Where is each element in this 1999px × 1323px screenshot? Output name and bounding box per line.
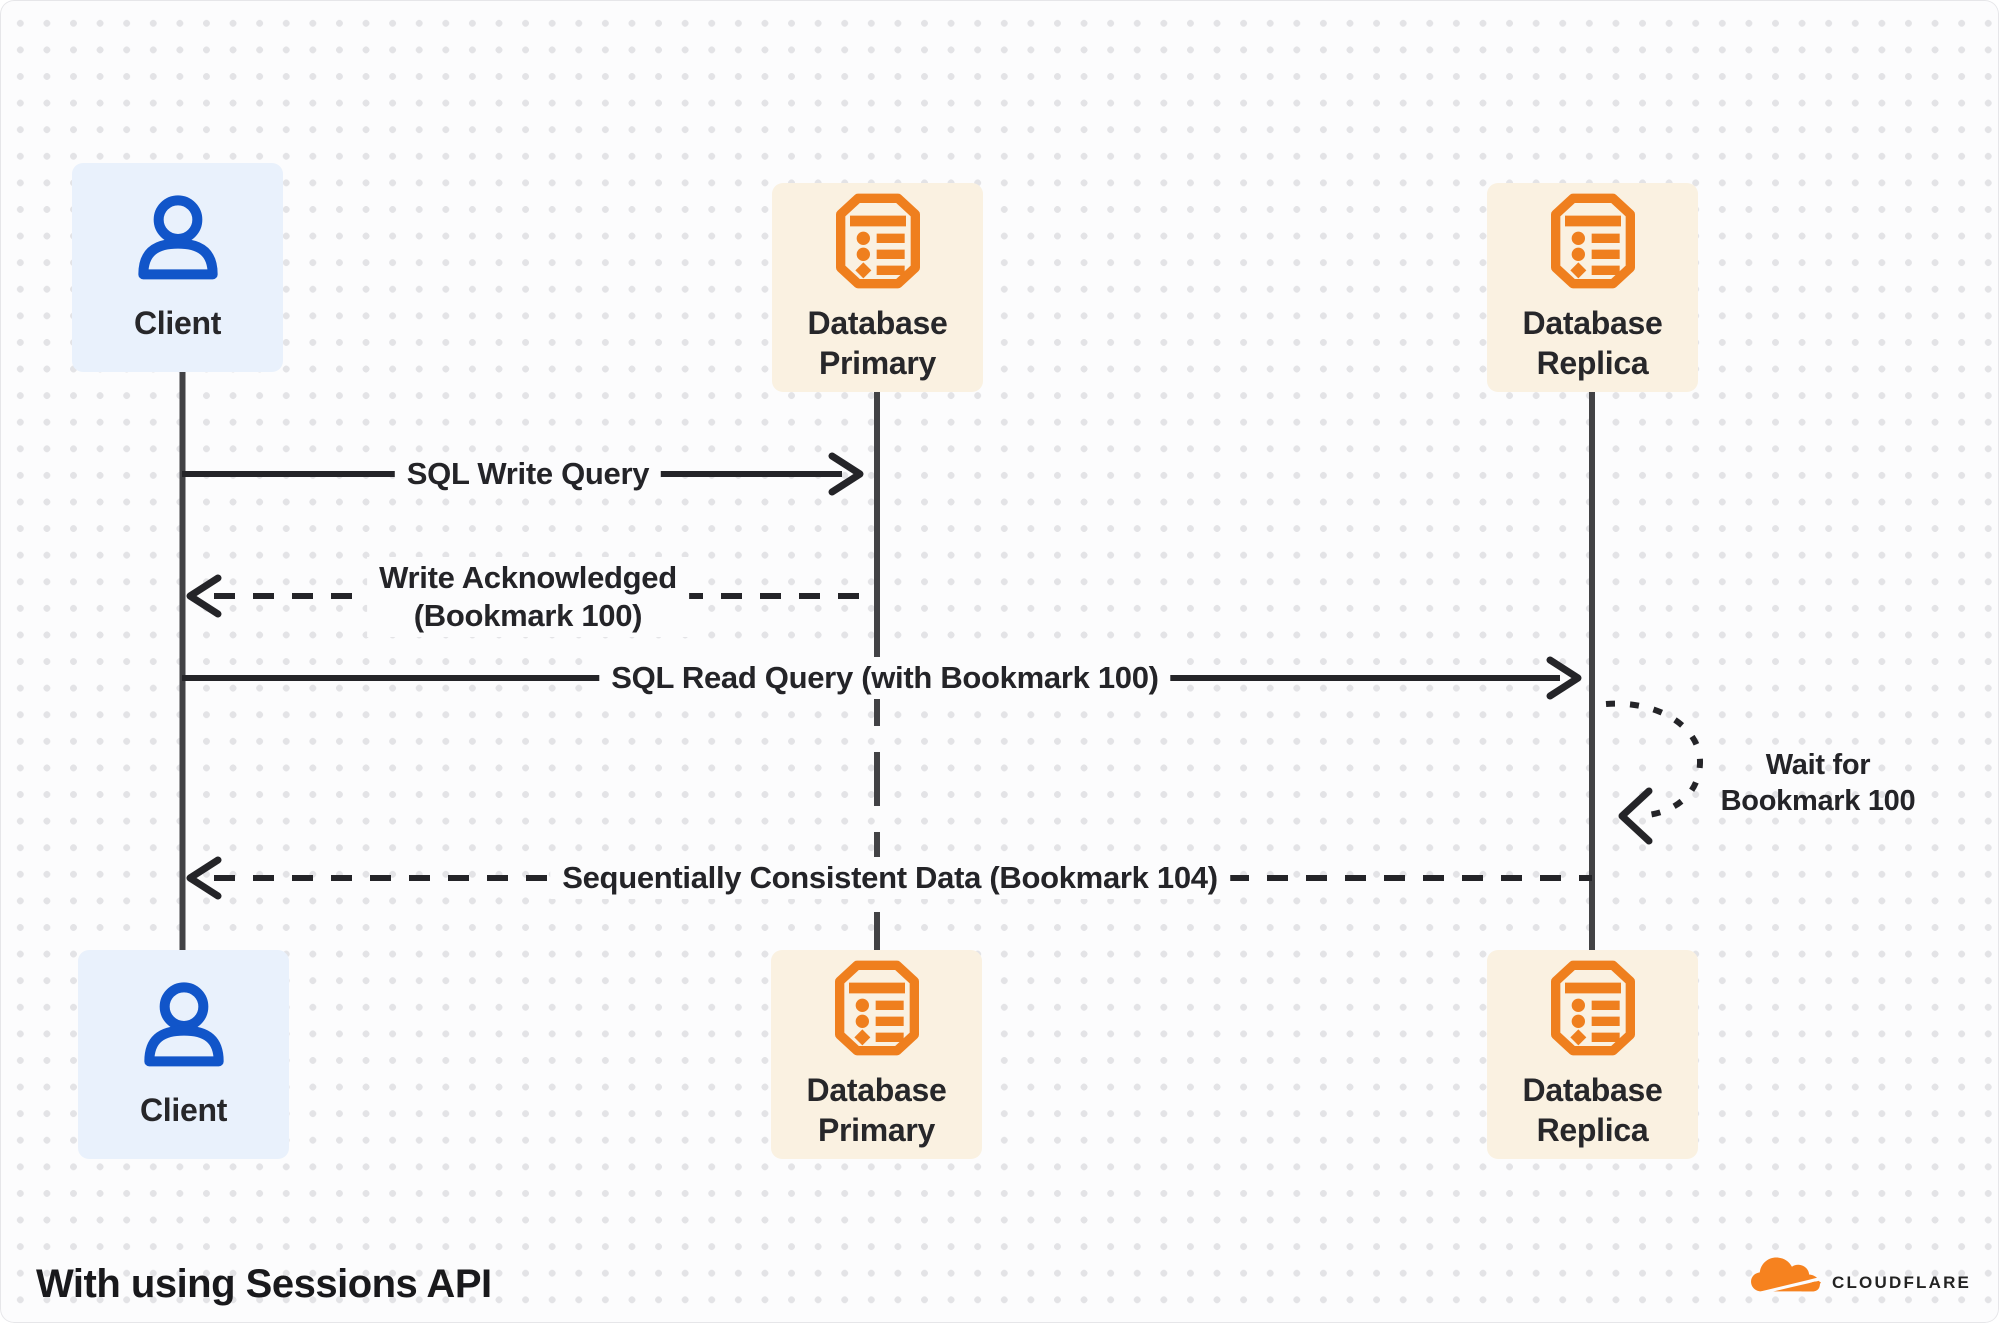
- database-icon: [835, 193, 920, 288]
- actor-client-top: Client: [72, 163, 283, 372]
- database-icon: [1550, 960, 1635, 1055]
- note-wait-for-bookmark: Wait for Bookmark 100: [1721, 747, 1916, 819]
- actor-label-database-primary: Database Primary: [807, 304, 948, 381]
- message-label-line: (Bookmark 100): [413, 598, 643, 633]
- cloudflare-wordmark: CLOUDFLARE: [1832, 1273, 1972, 1292]
- actor-database-replica-top: Database Replica: [1487, 183, 1698, 392]
- message-label-line: Write Acknowledged: [379, 560, 677, 595]
- cloudflare-logo: CLOUDFLARE: [1750, 1252, 1971, 1300]
- actor-label-database-replica: Database Replica: [1522, 1071, 1663, 1148]
- actor-database-primary-top: Database Primary: [772, 183, 983, 392]
- arrow-sequentially-consistent-data: [186, 856, 1592, 900]
- note-line: Wait for: [1765, 749, 1871, 781]
- actor-label-client: Client: [139, 1091, 228, 1128]
- database-icon: [834, 960, 919, 1055]
- actor-client-bottom: Client: [78, 950, 289, 1159]
- actor-label-database-replica: Database Replica: [1522, 304, 1663, 381]
- cloudflare-cloud-icon: [1751, 1257, 1822, 1296]
- message-label-sql-read-query: SQL Read Query (with Bookmark 100): [599, 657, 1171, 699]
- diagram-caption: With using Sessions API: [36, 1262, 492, 1306]
- actor-database-primary-bottom: Database Primary: [771, 950, 982, 1159]
- database-icon: [1550, 193, 1635, 288]
- person-icon: [143, 981, 224, 1066]
- actor-database-replica-bottom: Database Replica: [1487, 950, 1698, 1159]
- message-label-sequentially-consistent-data: Sequentially Consistent Data (Bookmark 1…: [550, 857, 1230, 899]
- actor-label-database-primary: Database Primary: [806, 1071, 947, 1148]
- message-label-write-acknowledged: Write Acknowledged (Bookmark 100): [367, 557, 689, 637]
- arrow-wait-loop: [1605, 700, 1704, 845]
- actor-label-client: Client: [133, 304, 222, 341]
- person-icon: [137, 194, 218, 279]
- note-line: Bookmark 100: [1720, 785, 1916, 817]
- message-label-sql-write-query: SQL Write Query: [394, 453, 662, 495]
